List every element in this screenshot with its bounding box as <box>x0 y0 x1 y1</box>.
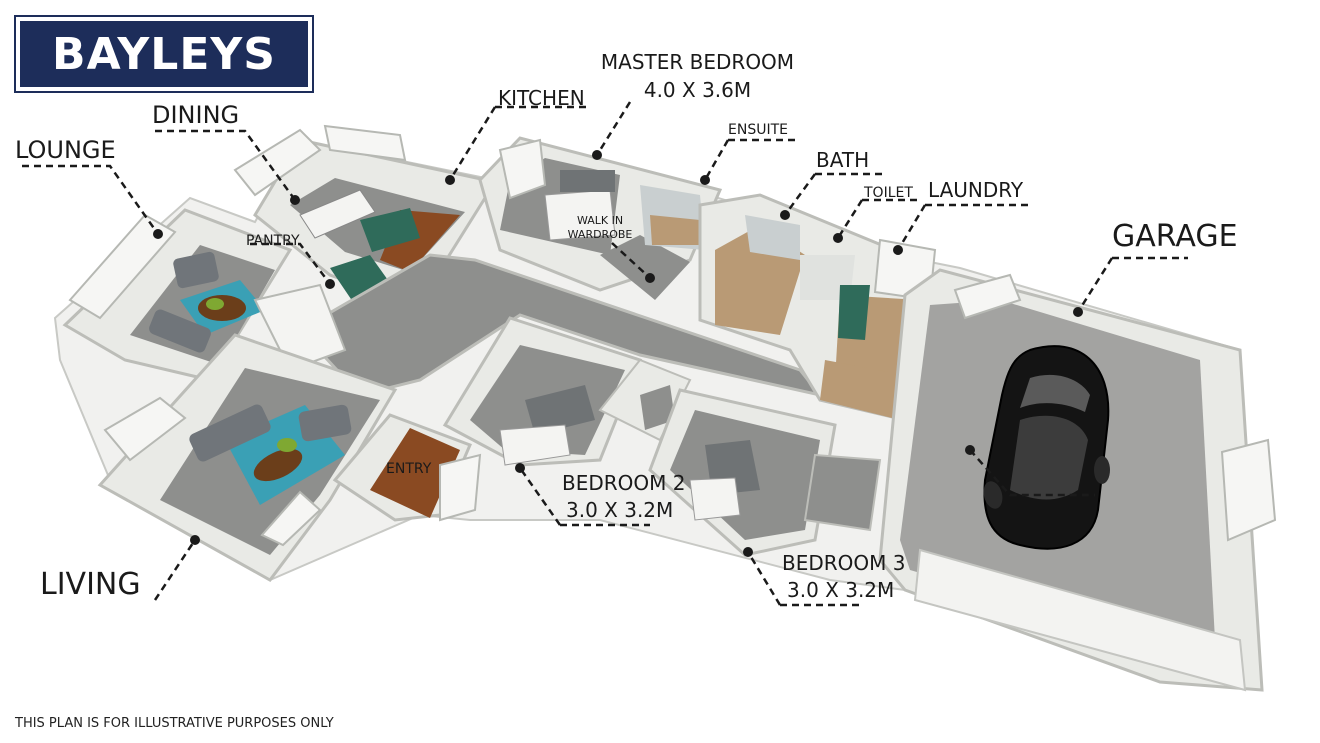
label-bedroom-3: BEDROOM 3 <box>782 551 906 575</box>
label-bedroom-2-size: 3.0 X 3.2M <box>566 498 674 522</box>
label-toilet: TOILET <box>864 185 913 201</box>
leader-laundry <box>896 203 1028 251</box>
car-icon <box>983 345 1110 550</box>
leader-bath <box>783 172 882 216</box>
leader-lounge <box>22 164 160 235</box>
label-master-bedroom: MASTER BEDROOM <box>600 50 795 74</box>
label-walk-in-line1: WALK IN <box>576 214 624 227</box>
label-master-bedroom-size: 4.0 X 3.6M <box>643 78 752 102</box>
bedroom-3-room <box>648 388 882 557</box>
label-bath: BATH <box>816 148 870 172</box>
label-lounge: LOUNGE <box>15 136 116 164</box>
leader-bedroom3 <box>746 551 860 607</box>
label-bedroom-2: BEDROOM 2 <box>562 471 686 495</box>
leader-bedroom2 <box>518 467 650 527</box>
leader-kitchen <box>448 105 590 181</box>
label-pantry: PANTRY <box>246 233 300 249</box>
leader-ensuite <box>703 138 800 181</box>
label-bedroom-3-size: 3.0 X 3.2M <box>787 578 895 602</box>
leader-toilet <box>836 198 918 239</box>
label-ensuite: ENSUITE <box>728 122 788 138</box>
label-entry: ENTRY <box>386 461 432 477</box>
hallway <box>253 253 824 398</box>
label-garage: GARAGE <box>1112 219 1238 254</box>
callout-dots <box>153 150 1083 557</box>
living-room <box>97 333 398 582</box>
master-suite <box>478 136 723 300</box>
leader-garage-car <box>969 449 1095 497</box>
label-laundry: LAUNDRY <box>928 178 1024 202</box>
label-dining: DINING <box>152 101 240 129</box>
label-living: LIVING <box>40 567 141 602</box>
leader-garage <box>1076 256 1188 313</box>
leader-master <box>595 101 632 156</box>
entry-hall <box>332 413 482 522</box>
label-kitchen: KITCHEN <box>498 86 585 110</box>
bayleys-logo: BAYLEYS <box>14 15 314 93</box>
leader-walk-in <box>611 242 651 279</box>
leader-dining <box>155 129 297 201</box>
leader-living <box>153 539 197 601</box>
disclaimer-text: THIS PLAN IS FOR ILLUSTRATIVE PURPOSES O… <box>15 716 334 731</box>
label-walk-in-line2: WARDROBE <box>567 228 633 241</box>
callout-leader-lines <box>22 101 1188 607</box>
garage-room <box>878 268 1277 692</box>
lounge-room <box>62 208 293 382</box>
logo-text: BAYLEYS <box>20 21 308 87</box>
leader-pantry <box>250 242 331 285</box>
